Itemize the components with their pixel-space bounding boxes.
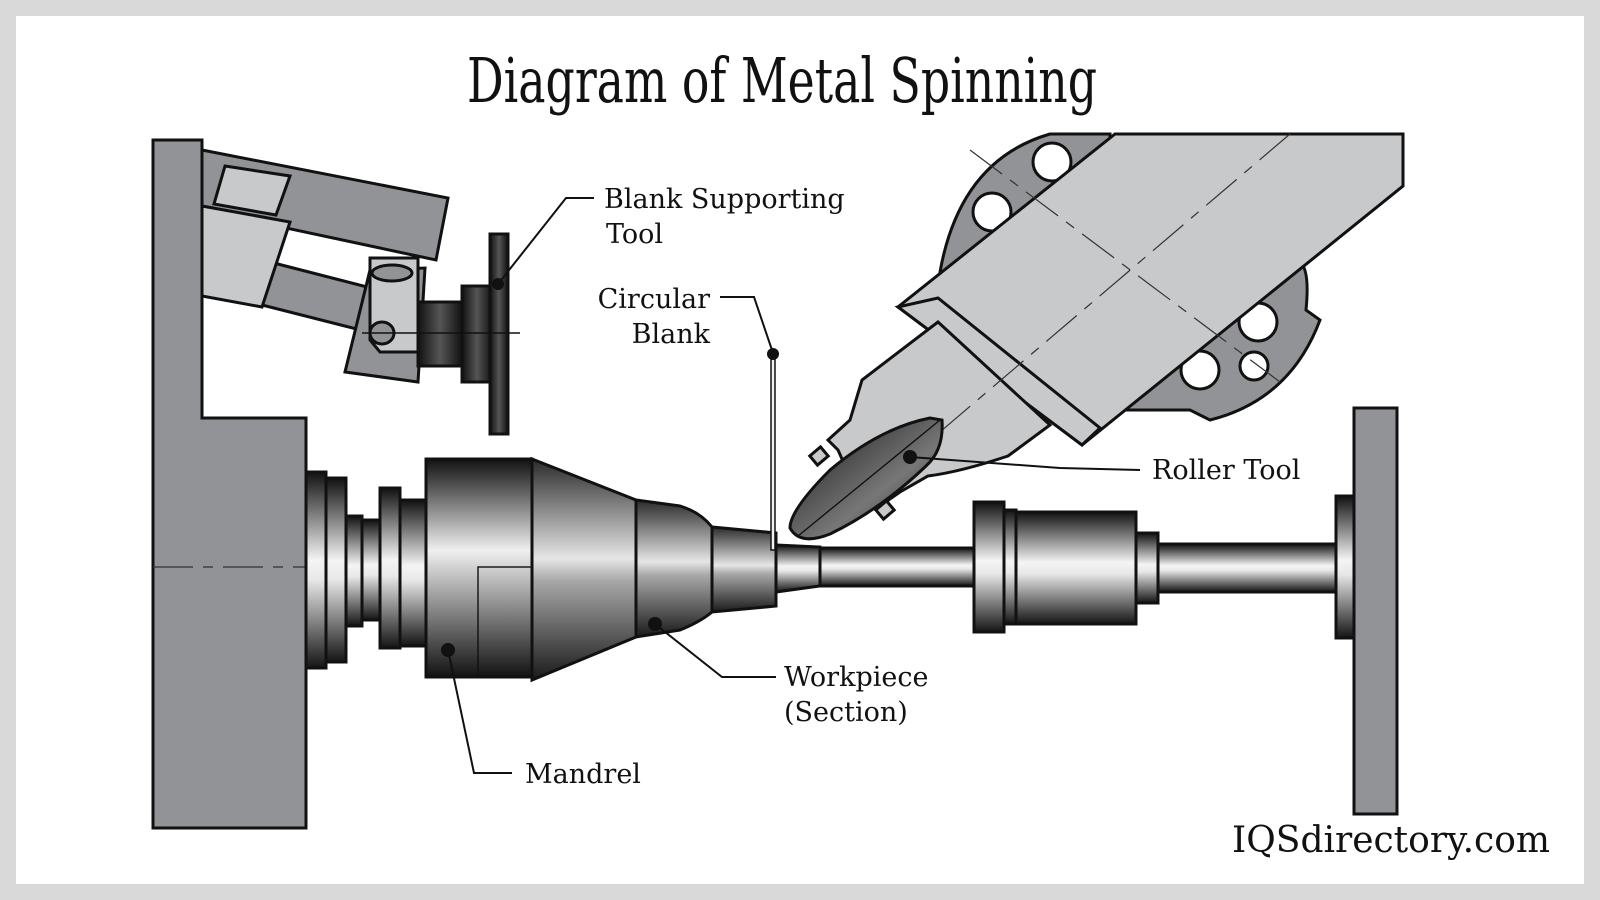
label-circular-blank-line2: Blank — [632, 319, 711, 350]
brand-watermark: IQSdirectory.com — [1232, 820, 1550, 861]
label-blank-supporting-tool-line1: Blank Supporting — [604, 184, 845, 215]
blank-supporting-tool-pointer — [492, 278, 504, 290]
label-roller-tool: Roller Tool — [1152, 455, 1300, 486]
label-workpiece-line2: (Section) — [784, 697, 908, 728]
label-blank-supporting-tool-line2: Tool — [606, 219, 663, 250]
roller-tool-holder — [825, 132, 1405, 509]
headstock-frame — [151, 138, 308, 830]
circular-blank — [770, 353, 776, 551]
tailstock-frame — [1352, 406, 1399, 816]
spindle-hub — [304, 470, 428, 670]
blank-supporting-tool-arm — [200, 148, 520, 436]
label-workpiece-line1: Workpiece — [784, 662, 928, 693]
mandrel — [424, 456, 778, 683]
tailstock-shaft — [774, 494, 1356, 640]
roller-tool — [788, 416, 944, 541]
roller-tool-pointer — [903, 450, 917, 464]
circular-blank-pointer — [767, 348, 779, 360]
label-mandrel: Mandrel — [525, 759, 641, 790]
mandrel-pointer — [441, 643, 455, 657]
workpiece-pointer — [648, 617, 662, 631]
leader-lines — [441, 197, 1141, 774]
diagram-title: Diagram of Metal Spinning — [467, 44, 1097, 117]
label-circular-blank-line1: Circular — [598, 284, 710, 315]
